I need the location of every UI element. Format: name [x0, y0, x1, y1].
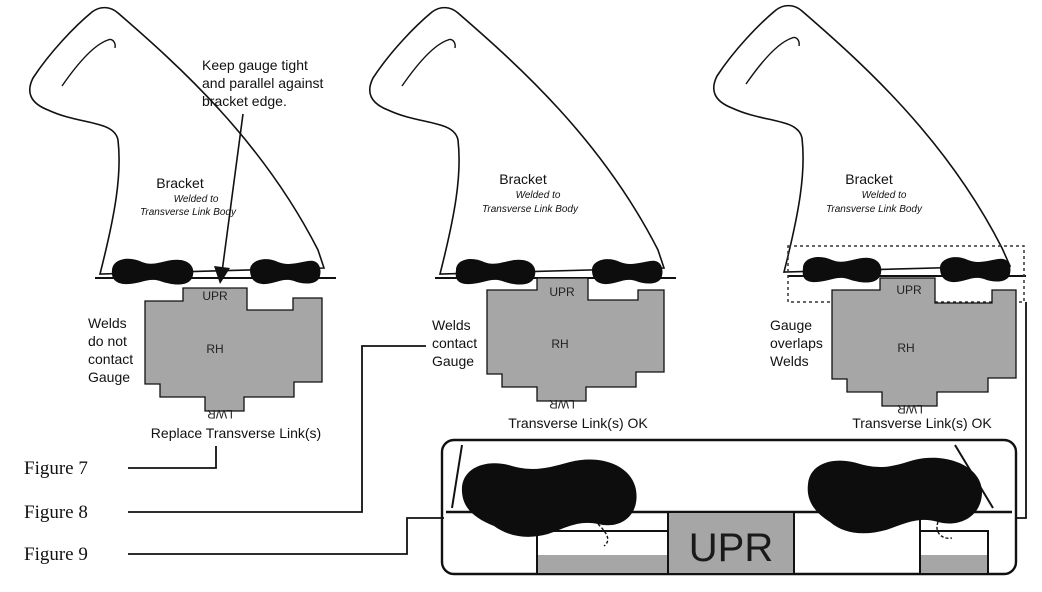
- detail-gauge-left-fill: [538, 555, 667, 573]
- side-note-line-2: do not: [88, 333, 127, 349]
- gauge-upr-label: UPR: [549, 285, 575, 299]
- bracket-label: Bracket: [845, 171, 893, 187]
- gauge-body: [831, 277, 1017, 407]
- bracket-sub-label-2: Transverse Link Body: [140, 207, 237, 218]
- gauge-rh-label: RH: [897, 341, 914, 355]
- gauge-upr-label: UPR: [202, 289, 228, 303]
- weld-left: [455, 258, 536, 285]
- gauge-lwr-label: LWR: [207, 407, 233, 421]
- detail-bracket-left-edge: [451, 444, 463, 509]
- bracket-sub-label: Welded to: [516, 190, 561, 201]
- side-note-line-3: Gauge: [432, 353, 474, 369]
- caption-figure-8: Figure 8: [24, 502, 88, 523]
- side-note-line-2: overlaps: [770, 335, 823, 351]
- weld-left: [802, 256, 882, 283]
- callout-arrow-head: [214, 266, 230, 284]
- side-note-line-2: contact: [432, 335, 477, 351]
- detail-weld-left: [461, 459, 637, 537]
- panel-figure-9: Bracket Welded to Transverse Link Body U…: [713, 4, 1026, 431]
- detail-weld-right: [807, 457, 982, 534]
- verdict-label: Replace Transverse Link(s): [151, 425, 321, 441]
- gauge-rh-label: RH: [551, 337, 568, 351]
- weld-right: [592, 259, 663, 285]
- gauge-body: [144, 287, 323, 412]
- bracket-inner-line: [61, 38, 116, 87]
- panel-figure-8: Bracket Welded to Transverse Link Body U…: [369, 6, 676, 431]
- bracket-sub-label: Welded to: [174, 194, 219, 205]
- callout-line-1: Keep gauge tight: [202, 57, 308, 73]
- weld-right: [250, 259, 321, 285]
- gauge-body: [486, 277, 665, 402]
- detail-gauge-right-block: [919, 530, 989, 574]
- panel-figure-7: Bracket Welded to Transverse Link Body U…: [29, 6, 336, 441]
- leader-figure-7: [128, 446, 217, 469]
- gauge-lwr-label: LWR: [897, 402, 923, 416]
- leader-zoom: [1016, 302, 1027, 519]
- bracket-label: Bracket: [156, 175, 204, 191]
- bracket-outline: [713, 4, 1012, 273]
- leader-figure-8: [128, 345, 426, 513]
- callout-arrow-line: [221, 113, 244, 273]
- side-note-line-1: Gauge: [770, 317, 812, 333]
- gauge-lwr-label: LWR: [549, 397, 575, 411]
- verdict-label: Transverse Link(s) OK: [508, 415, 648, 431]
- bracket-label: Bracket: [499, 171, 547, 187]
- caption-figure-7: Figure 7: [24, 458, 88, 479]
- caption-figure-9: Figure 9: [24, 544, 88, 565]
- bracket-sub-label-2: Transverse Link Body: [826, 204, 923, 215]
- side-note-line-4: Gauge: [88, 369, 130, 385]
- detail-gauge-right-fill: [921, 555, 987, 573]
- detail-weld-left-edge: [597, 523, 609, 547]
- bracket-sub-label-2: Transverse Link Body: [482, 204, 579, 215]
- figure-leaders: [128, 302, 1027, 555]
- side-note-line-1: Welds: [88, 315, 127, 331]
- verdict-label: Transverse Link(s) OK: [852, 415, 992, 431]
- bracket-sub-label: Welded to: [862, 190, 907, 201]
- detail-gauge-upr-block: [667, 511, 795, 575]
- leader-figure-9: [128, 517, 444, 555]
- side-note-line-3: contact: [88, 351, 133, 367]
- bracket-outline: [369, 6, 666, 275]
- weld-left: [111, 258, 194, 285]
- bracket-outline: [29, 6, 326, 275]
- detail-weld-right-edge: [936, 521, 953, 539]
- weld-right: [940, 257, 1011, 283]
- side-note-line-1: Welds: [432, 317, 471, 333]
- detail-upr-label: UPR: [689, 526, 773, 570]
- callout-line-2: and parallel against: [202, 75, 324, 91]
- zoom-detail: UPR: [440, 438, 1018, 576]
- bracket-inner-line: [401, 38, 456, 87]
- detail-gauge-left-block: [536, 530, 669, 574]
- bracket-inner-line: [745, 36, 800, 85]
- side-note-line-3: Welds: [770, 353, 809, 369]
- callout-line-3: bracket edge.: [202, 93, 287, 109]
- gauge-upr-label: UPR: [896, 283, 922, 297]
- gauge-rh-label: RH: [206, 342, 223, 356]
